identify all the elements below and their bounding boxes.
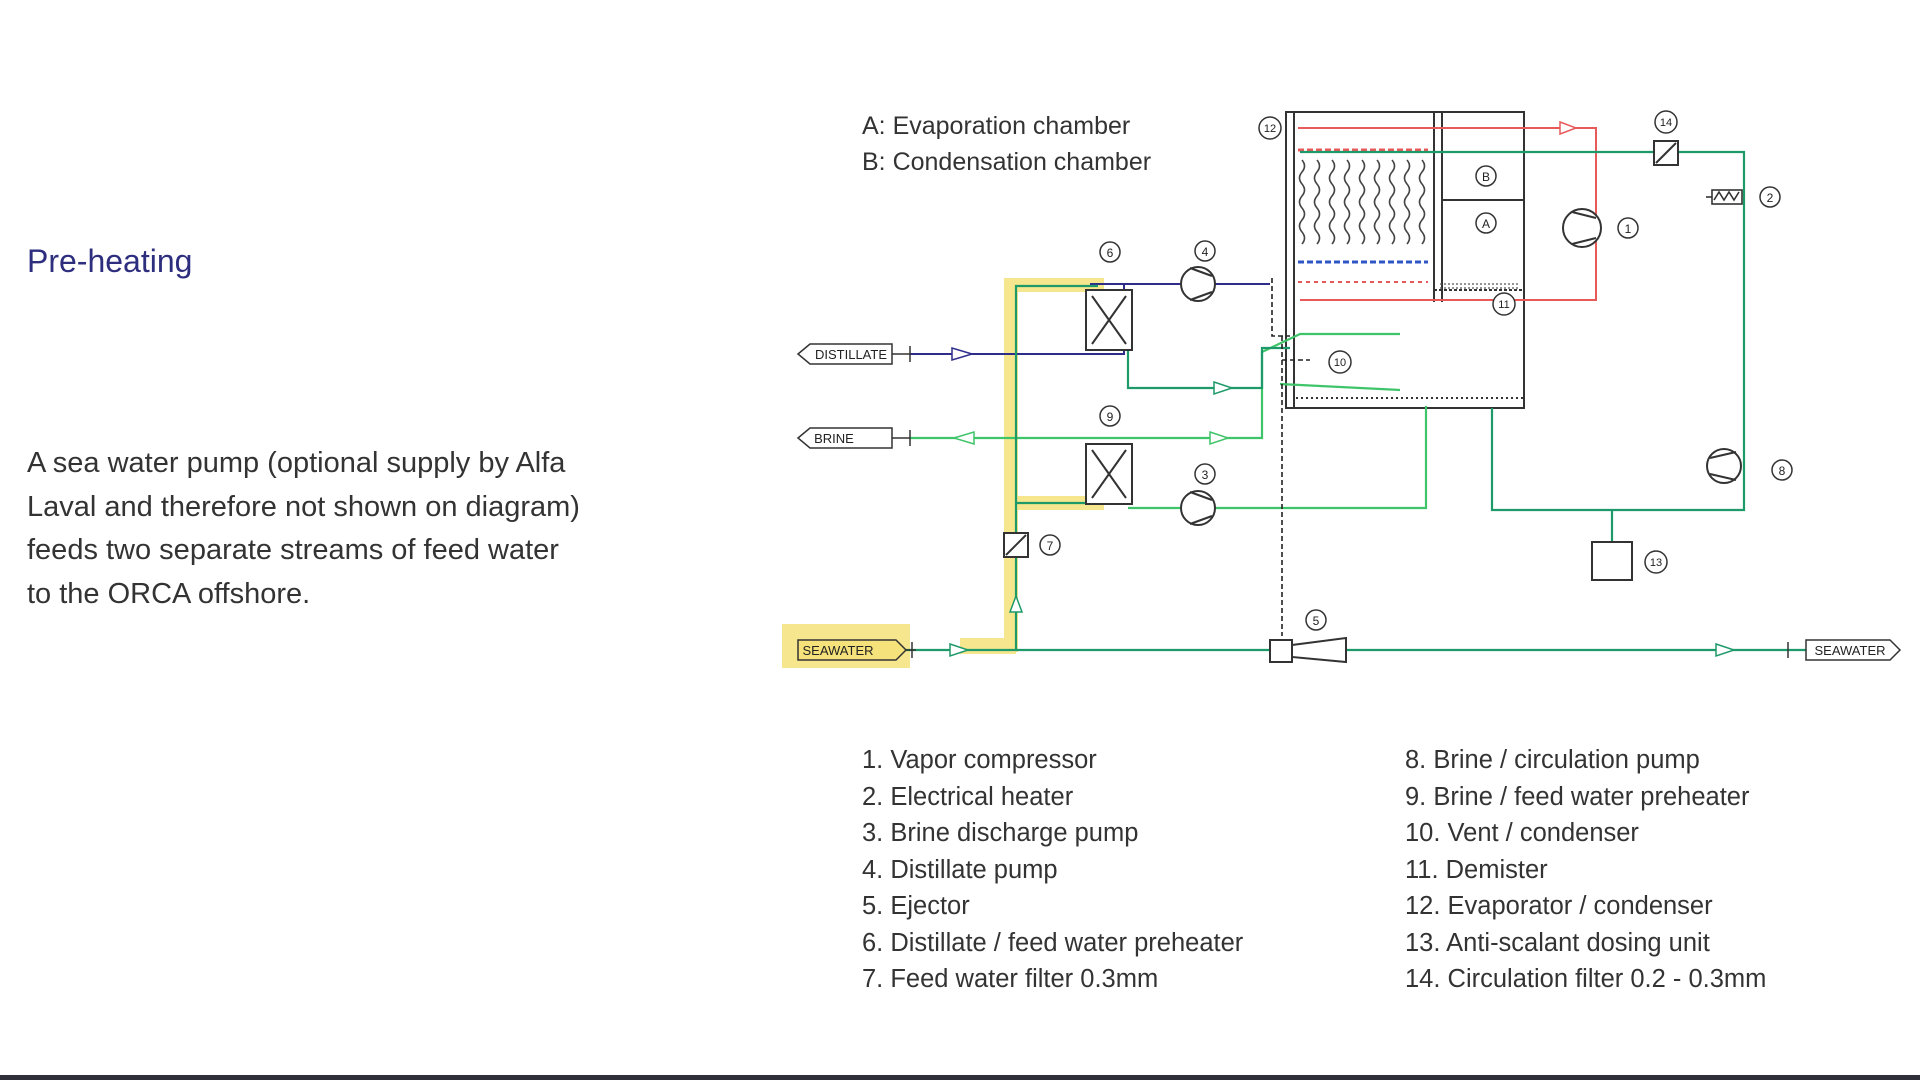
- seawater-arrow-in: [949, 642, 971, 658]
- feed-highlight: [782, 278, 1104, 668]
- seawater-lines: [906, 284, 1818, 652]
- svg-text:12: 12: [1264, 123, 1276, 135]
- filter-7: [1003, 532, 1029, 558]
- bottom-rule: [0, 1075, 1920, 1080]
- marker-6: 6: [1099, 241, 1121, 263]
- vapor-loop: [1298, 127, 1597, 301]
- pump-8: [1706, 448, 1742, 484]
- legend-item: 7. Feed water filter 0.3mm: [862, 965, 1159, 993]
- svg-text:6: 6: [1107, 246, 1114, 260]
- pump-3: [1180, 490, 1216, 526]
- svg-text:2: 2: [1767, 191, 1774, 205]
- svg-text:9: 9: [1107, 410, 1114, 424]
- legend-item: 11. Demister: [1405, 855, 1548, 884]
- svg-text:10: 10: [1334, 357, 1346, 369]
- pump-4: [1180, 266, 1216, 302]
- distillate-tag-label: DISTILLATE: [815, 347, 887, 362]
- marker-12: 12: [1258, 116, 1282, 140]
- svg-text:5: 5: [1313, 614, 1320, 628]
- marker-8: 8: [1771, 459, 1793, 481]
- legend-item: 1. Vapor compressor: [862, 746, 1097, 774]
- marker-2: 2: [1759, 186, 1781, 208]
- seawater-arrow-up: [1008, 593, 1024, 613]
- seawater-in-tag: SEAWATER: [797, 639, 916, 661]
- marker-1: 1: [1617, 217, 1639, 239]
- seawater-in-label: SEAWATER: [802, 643, 873, 658]
- brine-arrow-left: [951, 430, 975, 446]
- svg-text:4: 4: [1202, 245, 1209, 259]
- marker-3: 3: [1194, 463, 1216, 485]
- brine-tag-label: BRINE: [814, 431, 854, 446]
- svg-text:7: 7: [1047, 539, 1054, 553]
- dosing-unit-13: [1591, 541, 1633, 581]
- svg-text:B: B: [1482, 170, 1490, 184]
- seawater-out-label: SEAWATER: [1814, 643, 1885, 658]
- compressor-1: [1562, 208, 1602, 248]
- body-text: A sea water pump (optional supply by Alf…: [27, 447, 580, 610]
- legend-item: 8. Brine / circulation pump: [1405, 746, 1700, 774]
- svg-text:13: 13: [1650, 557, 1662, 569]
- legend-item: 13. Anti-scalant dosing unit: [1405, 928, 1710, 957]
- marker-10: 10: [1328, 350, 1352, 374]
- distillate-arrow: [951, 346, 975, 362]
- svg-text:1: 1: [1625, 222, 1632, 236]
- marker-5: 5: [1305, 609, 1327, 631]
- circulation-loop: [1300, 150, 1746, 542]
- marker-a: A: [1475, 212, 1497, 234]
- seawater-arrow-mid: [1213, 380, 1235, 396]
- svg-text:A: A: [1482, 217, 1490, 231]
- seawater-out-tag: SEAWATER: [1787, 639, 1902, 661]
- brine-arrow-right: [1209, 430, 1231, 446]
- legend-item: 9. Brine / feed water preheater: [1405, 782, 1750, 811]
- preheater-6: [1085, 289, 1133, 351]
- chamber-a-label: A: Evaporation chamber: [862, 112, 1130, 140]
- svg-text:14: 14: [1660, 117, 1672, 129]
- svg-text:11: 11: [1498, 299, 1509, 311]
- legend-item: 4. Distillate pump: [862, 855, 1058, 884]
- slide-title: Pre-heating: [27, 243, 193, 279]
- brine-tag: BRINE: [796, 427, 911, 449]
- filter-14: [1653, 140, 1679, 166]
- evaporator-vessel: [1285, 111, 1525, 409]
- marker-9: 9: [1099, 405, 1121, 427]
- seawater-arrow-out: [1715, 642, 1737, 658]
- vent-line: [1271, 278, 1310, 636]
- legend-item: 10. Vent / condenser: [1405, 819, 1639, 847]
- ejector-5: [1269, 636, 1347, 664]
- distillate-tag: DISTILLATE: [796, 343, 911, 365]
- legend-left: 1. Vapor compressor 2. Electrical heater…: [862, 742, 1243, 998]
- legend-right: 8. Brine / circulation pump 9. Brine / f…: [1405, 742, 1766, 998]
- marker-7: 7: [1039, 534, 1061, 556]
- marker-14: 14: [1654, 110, 1678, 134]
- legend-item: 2. Electrical heater: [862, 782, 1074, 811]
- chamber-b-label: B: Condensation chamber: [862, 148, 1151, 176]
- legend-item: 14. Circulation filter 0.2 - 0.3mm: [1405, 965, 1767, 993]
- legend-item: 3. Brine discharge pump: [862, 819, 1139, 847]
- svg-text:3: 3: [1202, 468, 1209, 482]
- marker-11: 11: [1492, 292, 1516, 316]
- vapor-arrow: [1559, 120, 1579, 136]
- svg-text:8: 8: [1779, 464, 1786, 478]
- marker-13: 13: [1644, 550, 1668, 574]
- demister-11: [1440, 283, 1520, 289]
- legend-item: 12. Evaporator / condenser: [1405, 892, 1713, 920]
- preheater-9: [1085, 443, 1133, 505]
- marker-4: 4: [1194, 240, 1216, 262]
- legend-item: 6. Distillate / feed water preheater: [862, 928, 1244, 957]
- heat-exchanger-plates: [1298, 148, 1428, 283]
- marker-b: B: [1475, 165, 1497, 187]
- heater-2: [1706, 189, 1743, 205]
- legend-item: 5. Ejector: [862, 892, 970, 920]
